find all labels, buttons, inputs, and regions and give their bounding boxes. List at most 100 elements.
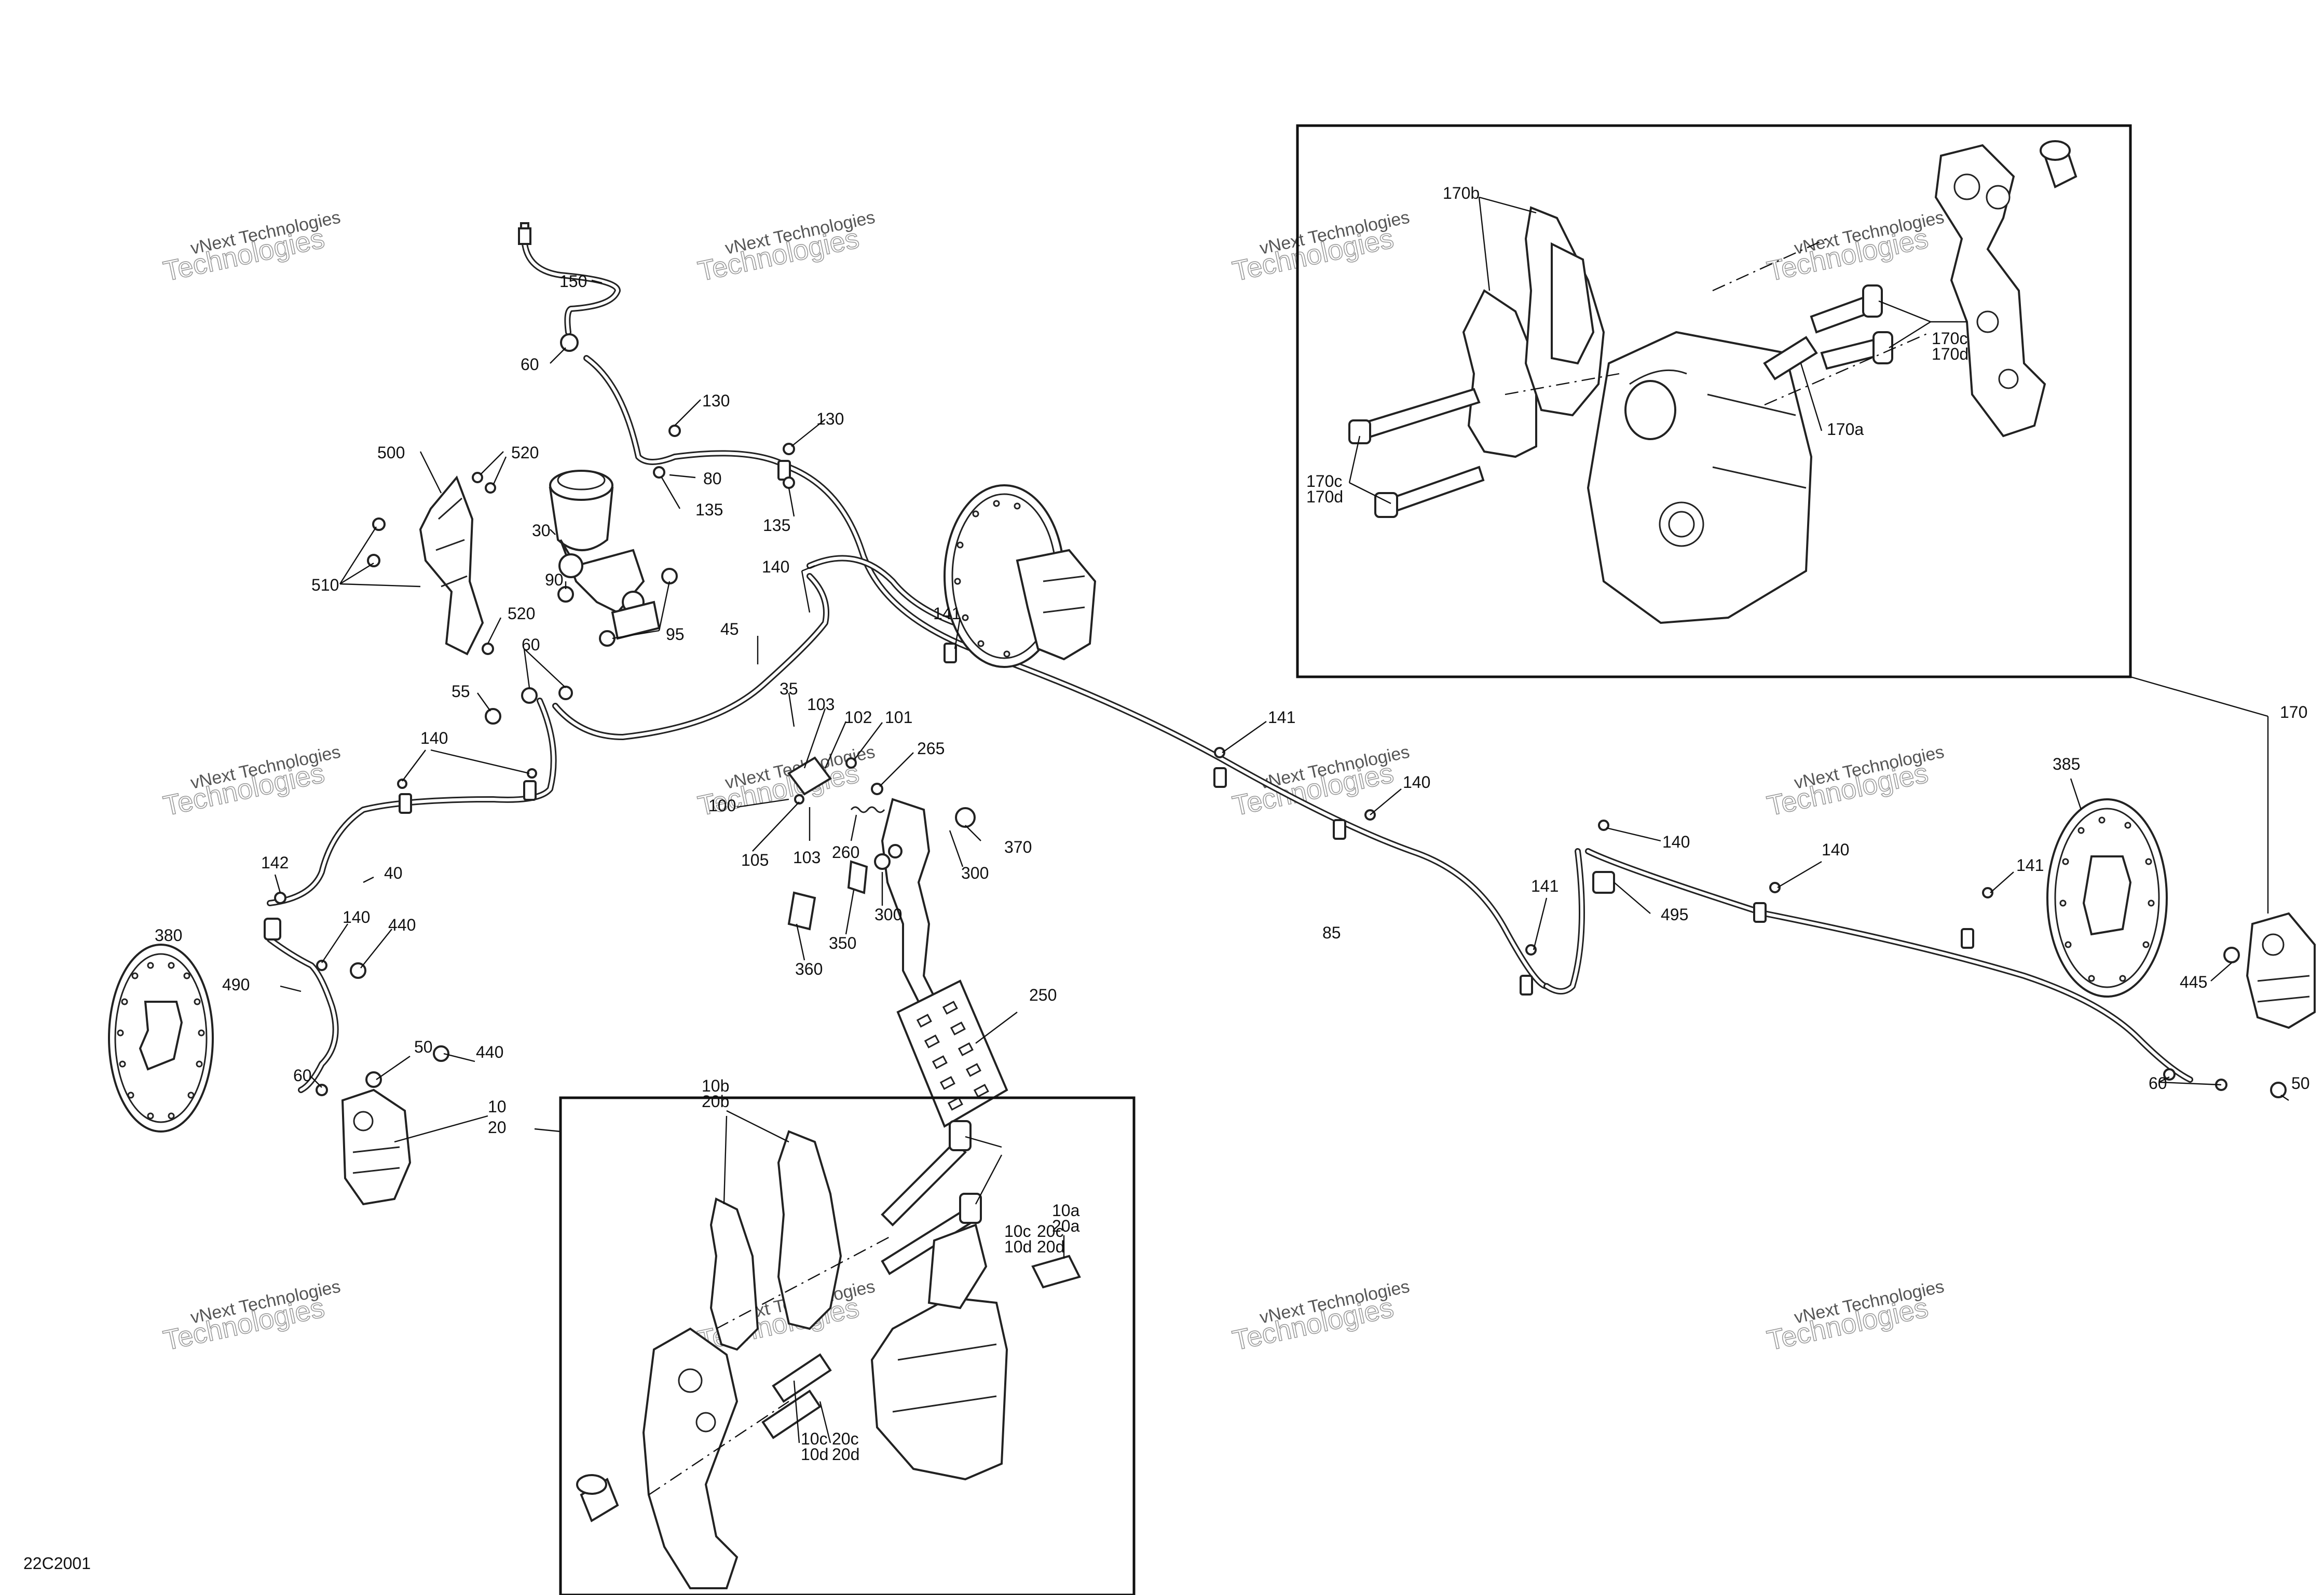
banjo-bolt-60: [560, 333, 579, 352]
sleeve-10c: [772, 1353, 832, 1403]
callout-label: 10b: [702, 1076, 729, 1095]
pin-101: [845, 757, 857, 769]
callout-label: 50: [2291, 1074, 2310, 1093]
callout-label: 170c: [1306, 472, 1342, 490]
callout-label: 150: [559, 272, 587, 291]
callout-label: 495: [1661, 905, 1688, 924]
rear-disc-385: [2046, 798, 2168, 998]
nut-520: [485, 482, 496, 494]
front-right-disc-caliper: [944, 484, 1097, 668]
pad-20b: [777, 1130, 842, 1330]
nut-135: [653, 466, 665, 479]
callout-label: 520: [511, 443, 539, 462]
screw-130: [668, 425, 681, 437]
callout-label: 20d: [832, 1445, 859, 1464]
callout-label: 140: [420, 729, 448, 747]
pad-10b: [709, 1197, 759, 1351]
bushing-350: [847, 860, 868, 894]
callout-label: 130: [702, 391, 730, 410]
callout-label: 141: [1268, 708, 1295, 727]
screw-142: [274, 892, 286, 904]
callout-label: 510: [311, 576, 339, 594]
clip: [1213, 767, 1227, 788]
clip: [1333, 819, 1346, 840]
callout-label: 60: [293, 1066, 312, 1085]
screw-141: [1525, 944, 1537, 956]
callout-label: 85: [1322, 923, 1341, 942]
nut-520: [472, 472, 483, 483]
callout-label: 20c: [832, 1429, 859, 1448]
callout-label: 130: [816, 410, 844, 428]
callout-label: 135: [763, 516, 790, 535]
callout-label: 95: [666, 625, 685, 644]
screw-140: [1769, 882, 1781, 893]
pad-170b: [1462, 289, 1537, 458]
pad-lining: [1551, 242, 1595, 365]
detail-box-rear-caliper: [1296, 124, 2268, 717]
callout-label: 170: [2280, 703, 2307, 721]
callout-label: 135: [695, 500, 723, 519]
bolt-50: [2270, 1082, 2287, 1098]
callout-label: 10d: [801, 1445, 828, 1464]
rear-caliper-170: [2246, 912, 2316, 1029]
callout-label: 140: [1822, 840, 1849, 859]
callout-label: 265: [917, 739, 945, 758]
callout-label: 100: [708, 796, 736, 815]
callout-label: 10c: [801, 1429, 828, 1448]
washer-300: [888, 844, 903, 858]
callout-label: 350: [829, 934, 856, 952]
clip: [1961, 928, 1974, 949]
callout-label: 141: [933, 604, 961, 623]
screw-140: [1598, 820, 1609, 831]
brake-disc-380: [108, 944, 214, 1133]
callout-label: 141: [1531, 877, 1559, 895]
callout-label: 490: [222, 975, 250, 994]
callout-label: 60: [2149, 1074, 2167, 1093]
callout-label: 10: [488, 1097, 507, 1116]
callout-label: 20c: [1037, 1222, 1064, 1240]
caliper-body: [870, 1296, 1008, 1481]
screw-140: [316, 960, 327, 971]
screw-510: [367, 554, 380, 567]
leader-lines: [274, 196, 2289, 1443]
callout-label: 20d: [1037, 1237, 1064, 1256]
callout-label: 445: [2180, 973, 2207, 991]
bolt-95: [661, 568, 678, 584]
callout-label: 20b: [702, 1092, 729, 1111]
callout-label: 500: [377, 443, 405, 462]
line-clips: [264, 460, 1974, 996]
callout-label: 170a: [1827, 420, 1864, 439]
clip: [399, 793, 412, 814]
callout-label: 140: [762, 557, 789, 576]
callout-label: 10d: [1004, 1237, 1032, 1256]
callout-label: 260: [832, 843, 859, 862]
callout-label: 170d: [1306, 487, 1343, 506]
callout-label: 440: [476, 1043, 503, 1061]
bolt-445: [2223, 947, 2240, 963]
pin-170d: [1389, 466, 1485, 513]
bleeder-170a: [1763, 336, 1818, 380]
callout-label: 10a: [1052, 1201, 1080, 1220]
callout-label: 300: [961, 864, 989, 882]
bolt-50: [365, 1071, 382, 1088]
washer-300: [874, 853, 891, 870]
screw-90: [557, 586, 574, 603]
brake-lines: [267, 233, 2193, 1093]
callout-label: 370: [1004, 838, 1032, 856]
master-cylinder-30: [549, 470, 661, 640]
callout-label: 140: [1662, 833, 1690, 851]
callout-label: 60: [522, 635, 540, 654]
callout-label: 102: [844, 708, 872, 727]
callout-label: 90: [545, 570, 564, 589]
bolt-360: [787, 891, 816, 931]
spring-260: [850, 806, 885, 813]
callout-label: 30: [532, 521, 551, 540]
fitting: [264, 918, 281, 940]
callout-label: 103: [807, 695, 835, 714]
screw-141: [1982, 887, 1993, 898]
callout-label: 35: [780, 679, 798, 698]
callout-label: 140: [1403, 773, 1430, 792]
callout-label: 170b: [1443, 184, 1480, 202]
sensor-150: [518, 222, 531, 245]
